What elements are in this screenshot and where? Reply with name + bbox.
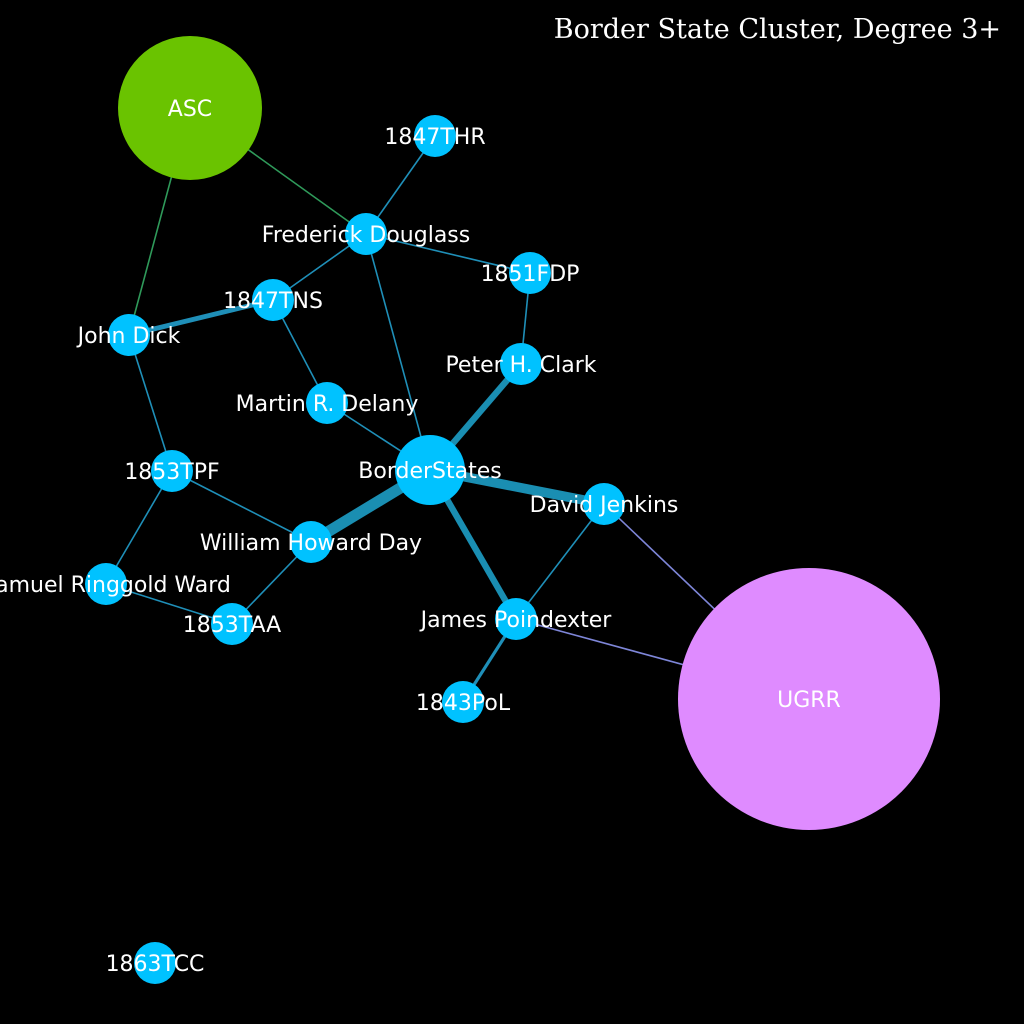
node-label-borderstates: BorderStates xyxy=(358,459,501,484)
label-layer: ASC UGRR BorderStates 1847THR Frederick Doug… xyxy=(0,97,841,977)
edge-tpf1853-day xyxy=(171,470,312,543)
node-delany[interactable] xyxy=(306,382,348,424)
node-thr1847[interactable] xyxy=(414,115,456,157)
node-label-day: William Howard Day xyxy=(200,531,422,556)
node-label-delany: Martin R. Delany xyxy=(236,392,419,417)
node-label-asc: ASC xyxy=(168,97,212,122)
edge-jenkins-poindexter xyxy=(515,503,605,620)
node-label-fdp1851: 1851FDP xyxy=(481,262,580,287)
node-label-ward: Samuel Ringgold Ward xyxy=(0,573,231,598)
edge-johndick-tpf1853 xyxy=(128,334,173,472)
node-ward[interactable] xyxy=(85,563,127,605)
node-label-douglass: Frederick Douglass xyxy=(262,223,470,248)
edge-tns1847-johndick xyxy=(128,297,274,338)
node-label-pol1843: 1843PoL xyxy=(416,691,511,716)
node-label-tns1847: 1847TNS xyxy=(223,289,323,314)
edge-ward-taa1853 xyxy=(105,583,233,625)
node-label-poindexter: James Poindexter xyxy=(419,608,613,633)
node-label-tcc1863: 1863TCC xyxy=(106,952,205,977)
node-layer xyxy=(85,36,940,984)
node-tns1847[interactable] xyxy=(252,279,294,321)
graph-title: Border State Cluster, Degree 3+ xyxy=(554,14,1001,45)
node-douglass[interactable] xyxy=(345,213,387,255)
node-asc[interactable] xyxy=(118,36,262,180)
node-label-tpf1853: 1853TPF xyxy=(124,460,219,485)
node-label-johndick: John Dick xyxy=(76,324,181,349)
node-label-clark: Peter H. Clark xyxy=(445,353,596,378)
node-tcc1863[interactable] xyxy=(134,942,176,984)
node-ugrr[interactable] xyxy=(678,568,940,830)
edge-douglass-borderstates xyxy=(365,233,431,471)
node-taa1853[interactable] xyxy=(211,603,253,645)
node-tpf1853[interactable] xyxy=(151,450,193,492)
node-johndick[interactable] xyxy=(108,314,150,356)
node-borderstates[interactable] xyxy=(395,435,465,505)
node-jenkins[interactable] xyxy=(583,483,625,525)
node-label-thr1847: 1847THR xyxy=(384,125,485,150)
node-day[interactable] xyxy=(290,521,332,563)
node-poindexter[interactable] xyxy=(495,598,537,640)
node-fdp1851[interactable] xyxy=(509,252,551,294)
node-label-jenkins: David Jenkins xyxy=(530,493,679,518)
node-label-ugrr: UGRR xyxy=(777,688,841,713)
node-pol1843[interactable] xyxy=(442,681,484,723)
node-clark[interactable] xyxy=(500,343,542,385)
node-label-taa1853: 1853TAA xyxy=(183,613,281,638)
edge-douglass-fdp1851 xyxy=(365,233,531,274)
edge-tpf1853-ward xyxy=(105,470,173,585)
